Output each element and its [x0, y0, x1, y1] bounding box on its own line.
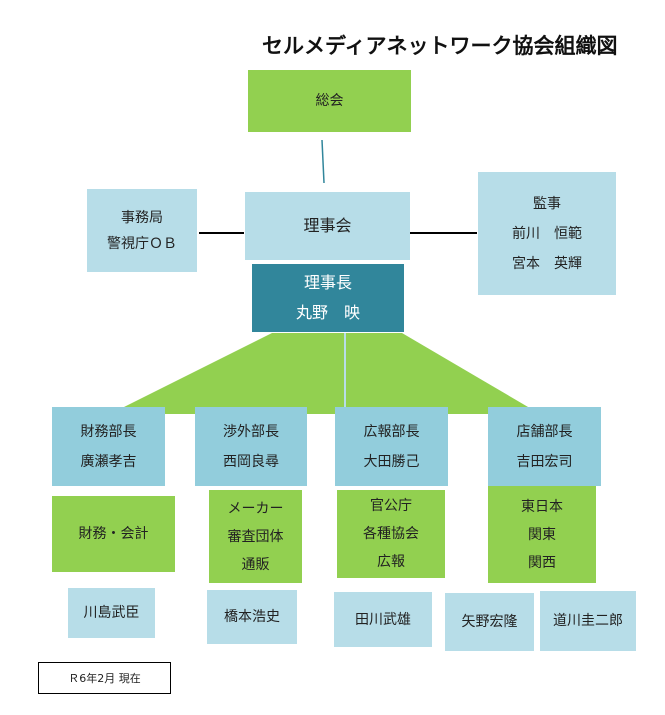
duty-item: 関西 [528, 554, 556, 571]
staff-box-stores-1: 矢野宏隆 [445, 593, 534, 651]
duty-item: 東日本 [521, 498, 563, 515]
secretariat-note: 警視庁ＯＢ [107, 235, 177, 252]
chairman-name: 丸野 映 [295, 303, 360, 322]
department-role: 店舗部長 [516, 423, 573, 440]
as-of-date-note: Ｒ6年2月 現在 [38, 662, 171, 694]
department-head-pr: 広報部長 大田勝己 [335, 407, 448, 486]
department-duties-stores: 東日本 関東 関西 [488, 486, 596, 583]
as-of-date-text: Ｒ6年2月 現在 [68, 672, 141, 685]
staff-box-pr: 田川武雄 [334, 592, 432, 647]
duty-item: メーカー [227, 500, 284, 517]
department-duties-pr: 官公庁 各種協会 広報 [337, 490, 445, 578]
auditors-box: 監事 前川 恒範 宮本 英輝 [478, 172, 616, 295]
department-duties-finance: 財務・会計 [52, 496, 175, 572]
chairman-role: 理事長 [303, 273, 352, 292]
staff-box-stores-2: 道川圭二郎 [540, 591, 636, 651]
department-fan [110, 333, 540, 414]
department-head-name: 大田勝己 [363, 453, 420, 470]
duty-item: 官公庁 [370, 498, 412, 514]
staff-name: 道川圭二郎 [553, 613, 623, 629]
department-head-name: 西岡良尋 [223, 453, 279, 470]
staff-name: 矢野宏隆 [461, 614, 518, 630]
board-box: 理事会 [245, 192, 410, 260]
duty-item: 審査団体 [227, 528, 284, 545]
duty-item: 財務・会計 [78, 526, 149, 542]
department-head-stores: 店舗部長 吉田宏司 [488, 407, 601, 486]
staff-box-finance: 川島武臣 [68, 588, 155, 638]
department-role: 広報部長 [363, 423, 420, 440]
auditor-name-2: 宮本 英輝 [512, 255, 582, 272]
duty-item: 関東 [528, 526, 556, 543]
duty-item: 各種協会 [363, 526, 419, 542]
duty-item: 広報 [377, 554, 405, 570]
general-assembly-label: 総会 [315, 93, 344, 109]
auditors-label: 監事 [533, 195, 561, 212]
duty-item: 通販 [241, 556, 270, 573]
staff-name: 田川武雄 [355, 611, 411, 628]
board-label: 理事会 [303, 216, 352, 235]
general-assembly-box: 総会 [248, 70, 411, 132]
staff-name: 橋本浩史 [224, 609, 280, 625]
secretariat-label: 事務局 [121, 209, 163, 226]
department-role: 財務部長 [80, 423, 137, 440]
staff-name: 川島武臣 [83, 605, 140, 621]
department-head-name: 廣瀬孝吉 [80, 453, 137, 470]
department-head-finance: 財務部長 廣瀬孝吉 [52, 407, 165, 486]
chairman-box: 理事長 丸野 映 [252, 264, 404, 332]
department-head-external: 渉外部長 西岡良尋 [195, 407, 307, 486]
department-head-name: 吉田宏司 [516, 453, 573, 470]
department-role: 渉外部長 [223, 423, 279, 440]
secretariat-box: 事務局 警視庁ＯＢ [87, 189, 197, 272]
chart-title: セルメディアネットワーク協会組織図 [262, 34, 618, 58]
auditor-name-1: 前川 恒範 [512, 225, 582, 242]
staff-box-external: 橋本浩史 [207, 590, 297, 644]
department-duties-external: メーカー 審査団体 通販 [209, 490, 302, 583]
assembly-board-connector [321, 139, 325, 184]
